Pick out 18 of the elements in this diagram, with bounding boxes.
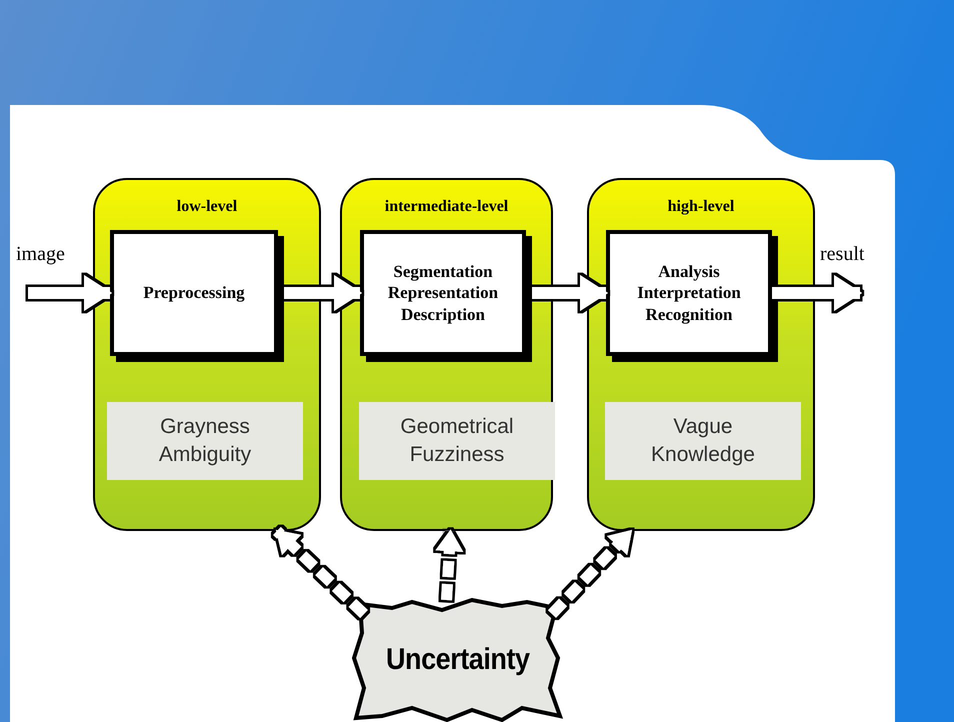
block-arrow bbox=[273, 527, 368, 618]
uncertainty-box bbox=[605, 402, 801, 480]
uncertainty-type: Grayness Ambiguity bbox=[158, 414, 252, 468]
process-label: Analysis Interpretation Recognition bbox=[636, 261, 742, 325]
level-title: low-level bbox=[176, 198, 238, 216]
level-panel bbox=[340, 178, 553, 531]
uncertainty-type: Vague Knowledge bbox=[650, 414, 756, 468]
block-arrow bbox=[548, 527, 635, 618]
uncertainty-label: Uncertainty bbox=[386, 643, 530, 677]
level-panel bbox=[93, 178, 321, 531]
uncertainty-box bbox=[107, 402, 303, 480]
process-label: Preprocessing bbox=[143, 282, 245, 304]
level-title: intermediate-level bbox=[384, 198, 510, 216]
process-label: Segmentation Representation Description bbox=[386, 261, 500, 325]
level-panel bbox=[587, 178, 815, 531]
uncertainty-type: Geometrical Fuzziness bbox=[399, 414, 515, 468]
level-title: high-level bbox=[666, 198, 736, 216]
uncertainty-box bbox=[359, 402, 555, 480]
